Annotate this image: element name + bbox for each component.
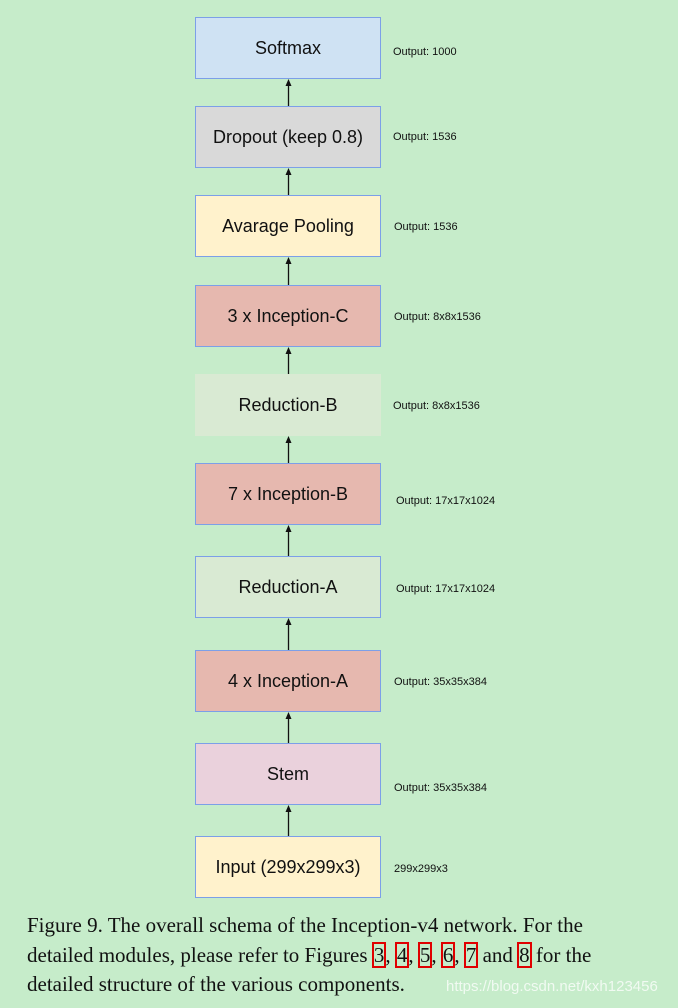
node-inception-a: 4 x Inception-A — [195, 650, 381, 712]
flow-arrowhead — [285, 436, 292, 443]
flow-arrowhead — [285, 525, 292, 532]
figure-caption: Figure 9. The overall schema of the Ince… — [27, 911, 667, 1000]
node-reduction-a: Reduction-A — [195, 556, 381, 618]
output-size-label: Output: 8x8x1536 — [393, 400, 480, 412]
flow-arrowhead — [285, 618, 292, 625]
node-label: 4 x Inception-A — [227, 670, 349, 691]
flow-arrowhead — [285, 712, 292, 719]
separator: , — [385, 942, 391, 967]
caption-line-2-suffix: for the — [535, 942, 592, 967]
node-softmax: Softmax — [195, 17, 381, 79]
output-size-label: Output: 17x17x1024 — [396, 583, 496, 595]
node-reduction-b: Reduction-B — [195, 374, 381, 436]
separator: , — [408, 942, 414, 967]
figure-ref-link[interactable]: 7 — [463, 941, 479, 968]
flow-arrowhead — [285, 805, 292, 812]
caption-line-1: Figure 9. The overall schema of the Ince… — [27, 913, 583, 937]
caption-line-2-prefix: detailed modules, please refer to Figure… — [27, 942, 368, 967]
node-label: Reduction-A — [238, 576, 338, 597]
node-input: Input (299x299x3) — [195, 836, 381, 898]
output-size-label: Output: 8x8x1536 — [394, 311, 481, 323]
node-inception-b: 7 x Inception-B — [195, 463, 381, 525]
figure-ref-link[interactable]: 3 — [371, 941, 387, 968]
flow-arrowhead — [285, 79, 292, 86]
separator: , — [431, 942, 437, 967]
figure-ref-link[interactable]: 8 — [517, 941, 532, 968]
node-label: Input (299x299x3) — [215, 856, 361, 877]
output-size-label: Output: 35x35x384 — [394, 676, 487, 688]
figure-ref-link[interactable]: 5 — [417, 941, 433, 968]
node-label: Softmax — [254, 37, 322, 58]
node-label: Avarage Pooling — [222, 215, 354, 236]
watermark: https://blog.csdn.net/kxh123456 — [446, 978, 658, 995]
node-label: 3 x Inception-C — [227, 305, 349, 326]
output-size-label: Output: 1536 — [394, 221, 458, 233]
node-label: Reduction-B — [238, 394, 338, 415]
figure-ref-link[interactable]: 4 — [394, 941, 410, 968]
caption-line-3: detailed structure of the various compon… — [27, 972, 405, 996]
output-size-label: Output: 1000 — [393, 46, 457, 58]
node-average-pooling: Avarage Pooling — [195, 195, 381, 257]
node-inception-c: 3 x Inception-C — [195, 285, 381, 347]
flow-arrowhead — [285, 168, 292, 175]
node-label: 7 x Inception-B — [227, 483, 349, 504]
caption-and: and — [482, 942, 513, 967]
arrow-layer — [285, 79, 292, 836]
node-dropout: Dropout (keep 0.8) — [195, 106, 381, 168]
figure-ref-link[interactable]: 6 — [440, 941, 456, 968]
output-size-label: Output: 1536 — [393, 131, 457, 143]
separator: , — [454, 942, 460, 967]
output-size-label: Output: 17x17x1024 — [396, 495, 496, 507]
node-label: Dropout (keep 0.8) — [212, 126, 364, 147]
node-label: Stem — [266, 763, 309, 784]
flow-arrowhead — [285, 347, 292, 354]
node-stem: Stem — [195, 743, 381, 805]
output-size-label: 299x299x3 — [394, 863, 448, 875]
flow-arrowhead — [285, 257, 292, 264]
output-size-label: Output: 35x35x384 — [394, 782, 487, 794]
